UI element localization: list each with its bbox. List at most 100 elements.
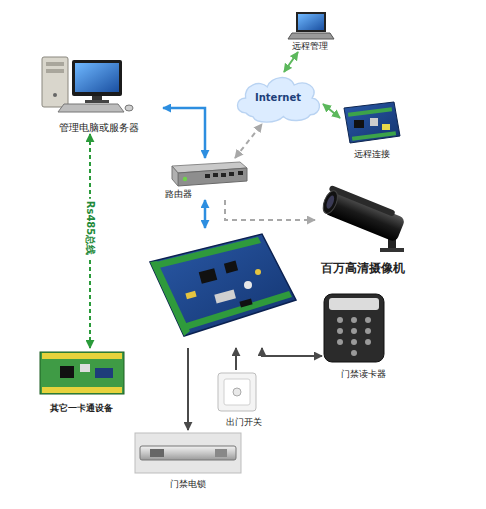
other-device-icon-part [80, 364, 90, 372]
card-reader-icon-part-part [351, 317, 357, 323]
exit-switch-node: 出门开关 [218, 370, 270, 428]
camera-icon-part [380, 248, 404, 252]
router-icon-part [205, 174, 210, 178]
connector-arrow [262, 348, 322, 356]
other-device-icon-part [42, 387, 122, 393]
connector-arrow [235, 348, 237, 370]
card-reader-icon-part-part [365, 317, 371, 323]
computer-icon [42, 57, 133, 112]
connector-arrow [235, 124, 262, 158]
controller-board-icon-part [255, 269, 261, 275]
remote-board-icon [344, 102, 400, 143]
remote-board-node: 远程连接 [340, 98, 404, 160]
door-lock-icon-part [140, 446, 236, 460]
controller-board-icon-part [239, 299, 252, 308]
camera-icon-part [320, 185, 407, 243]
device-label: 其它一卡通设备 [50, 403, 113, 414]
connector-arrow [323, 104, 340, 118]
laptop-node: 远程管理 [285, 8, 335, 52]
device-label: 门禁电锁 [170, 479, 206, 490]
device-label: 管理电脑或服务器 [59, 122, 139, 134]
laptop-icon-part [298, 14, 324, 30]
remote-board-icon-part [344, 102, 400, 143]
exit-switch-icon-part [224, 379, 250, 405]
camera-icon-part-part [329, 185, 396, 217]
controller-board-icon-part [244, 281, 252, 289]
camera-icon-part-part [325, 194, 336, 209]
computer-icon-part [42, 57, 68, 107]
computer-icon-part [46, 69, 64, 73]
device-label: 门禁读卡器 [341, 369, 386, 380]
computer-icon-part [53, 93, 57, 97]
computer-icon-part [125, 105, 133, 111]
other-device-icon-part [60, 366, 74, 378]
camera-node: 百万高清摄像机 [315, 195, 410, 275]
router-node: 路由器 [165, 158, 250, 200]
other-device-icon-part [40, 352, 124, 394]
connector-arrow [225, 200, 315, 220]
card-reader-icon-part [329, 298, 379, 310]
connector-arrow [284, 52, 298, 72]
controller-board-icon-part [156, 237, 261, 268]
router-icon-part [172, 166, 178, 186]
controller-board-icon-part [199, 268, 218, 284]
controller-board-icon-part [150, 261, 190, 336]
controller-board-icon [150, 234, 296, 336]
door-lock-icon-part [215, 449, 227, 457]
router-icon-part [221, 173, 226, 177]
computer-icon-part [58, 104, 124, 112]
computer-node: 管理电脑或服务器 [35, 52, 163, 134]
computer-icon-part [85, 100, 109, 103]
door-lock-icon [135, 433, 241, 473]
remote-board-icon-part [348, 107, 392, 116]
camera-icon-part-part [320, 189, 340, 216]
other-device-icon [40, 352, 124, 394]
controller-board-icon-part [214, 290, 236, 304]
card-reader-icon-part-part [337, 339, 343, 345]
computer-icon-part [75, 63, 119, 92]
remote-board-icon-part [354, 120, 364, 128]
router-icon-part [183, 177, 187, 181]
card-reader-node: 门禁读卡器 [322, 292, 404, 380]
laptop-icon-part [296, 12, 326, 32]
card-reader-icon-part-part [337, 328, 343, 334]
remote-board-icon-part [382, 124, 390, 130]
card-reader-icon-part [337, 317, 371, 356]
controller-board-icon-part [224, 261, 238, 274]
connector-arrow [204, 200, 207, 228]
exit-switch-icon [218, 373, 256, 411]
connector-arrow [187, 348, 189, 430]
other-device-node: 其它一卡通设备 [35, 348, 127, 414]
bus-label: Rs485总线 [83, 199, 97, 258]
camera-icon [320, 185, 407, 252]
internet-cloud: Internet [233, 72, 323, 124]
router-icon-part [238, 171, 243, 175]
door-lock-node: 门禁电锁 [133, 430, 243, 490]
router-icon [172, 162, 247, 186]
door-lock-icon-part [135, 433, 241, 473]
device-label: Internet [255, 92, 301, 104]
laptop-icon [288, 12, 334, 39]
card-reader-icon-part-part [365, 339, 371, 345]
card-reader-icon-part-part [365, 328, 371, 334]
controller-board-icon-part [150, 234, 296, 336]
laptop-icon-part [288, 33, 334, 39]
router-icon-part [178, 168, 247, 186]
card-reader-icon [324, 294, 384, 362]
device-label: 出门开关 [226, 417, 262, 428]
device-label: 远程管理 [292, 41, 328, 52]
computer-icon-part [46, 62, 64, 66]
device-label: 远程连接 [354, 149, 390, 160]
router-icon-part [213, 173, 218, 177]
exit-switch-icon-part [218, 373, 256, 411]
other-device-icon-part [95, 368, 113, 378]
controller-node [145, 228, 300, 348]
device-label: 路由器 [165, 189, 192, 200]
cloud-outline [238, 78, 320, 123]
controller-board-icon-part [183, 291, 292, 330]
device-label: 百万高清摄像机 [321, 261, 405, 275]
router-icon-part [229, 172, 234, 176]
